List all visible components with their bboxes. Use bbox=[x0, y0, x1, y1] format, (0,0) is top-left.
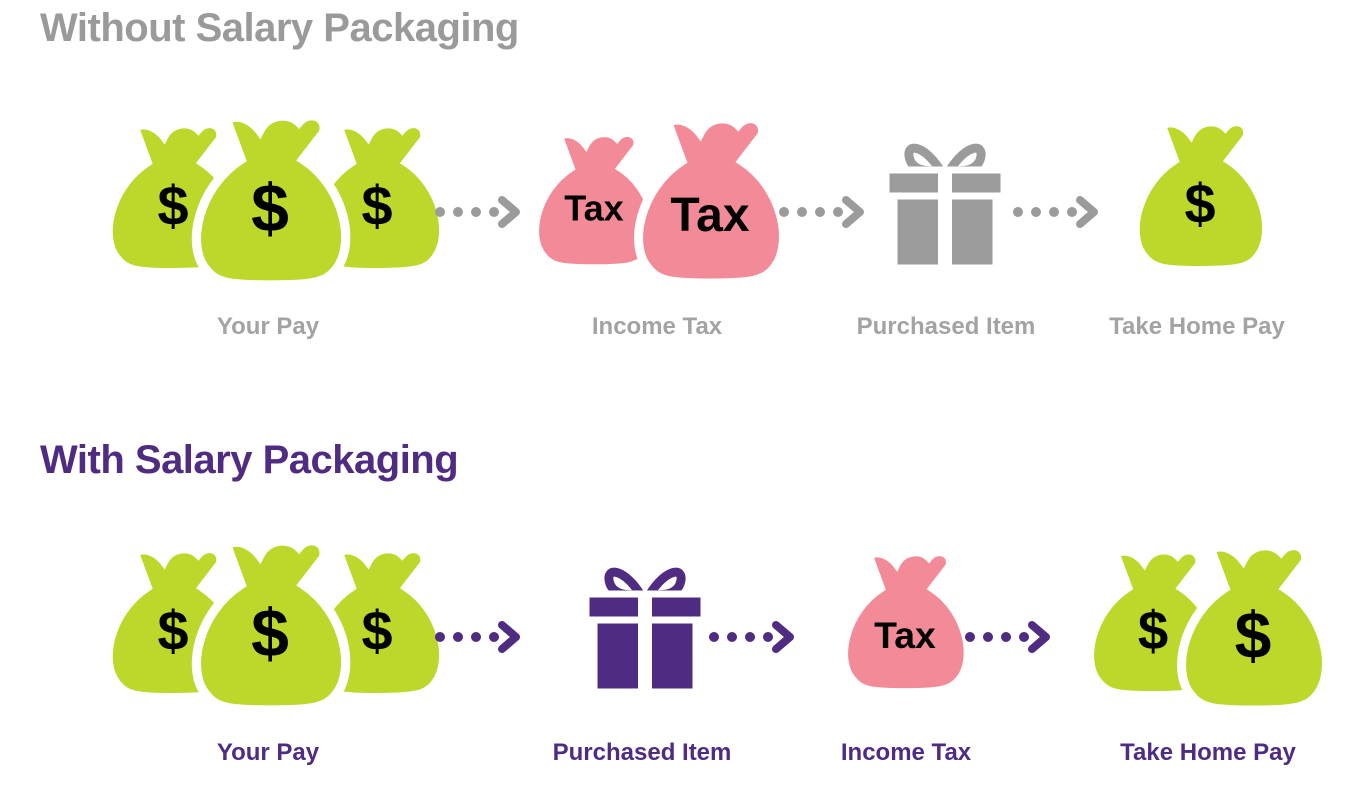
tax-text: Tax bbox=[564, 187, 623, 228]
dollar-sign: $ bbox=[157, 174, 188, 237]
step-label: Take Home Pay bbox=[1120, 739, 1296, 766]
arrow-right-icon bbox=[1013, 196, 1098, 228]
tax-text: Tax bbox=[670, 189, 749, 242]
step-label: Purchased Item bbox=[856, 313, 1036, 340]
dollar-sign: $ bbox=[1235, 598, 1272, 672]
arrow-right-icon bbox=[435, 196, 520, 228]
step-label: Take Home Pay bbox=[1109, 313, 1285, 340]
dollar-sign: $ bbox=[361, 599, 392, 662]
income-tax-bags-icon: Tax Tax bbox=[522, 88, 792, 288]
section-title-without: Without Salary Packaging bbox=[40, 6, 519, 50]
purchased-item-gift-icon bbox=[582, 567, 708, 696]
step-label: Purchased Item bbox=[552, 739, 732, 766]
step-label: Income Tax bbox=[591, 313, 723, 340]
step-label: Income Tax bbox=[840, 739, 972, 766]
your-pay-money-bags-icon: $ $ $ bbox=[95, 515, 445, 715]
arrow-right-icon bbox=[779, 196, 864, 228]
purchased-item-gift-icon bbox=[882, 143, 1008, 272]
dollar-sign: $ bbox=[361, 174, 392, 237]
dollar-sign: $ bbox=[251, 595, 289, 671]
take-home-pay-money-bag-icon: $ bbox=[1120, 92, 1280, 282]
your-pay-money-bags-icon: $ $ $ bbox=[95, 90, 445, 290]
dollar-sign: $ bbox=[1184, 172, 1215, 235]
step-label: Your Pay bbox=[216, 313, 320, 340]
arrow-right-icon bbox=[965, 621, 1050, 653]
step-label: Your Pay bbox=[216, 739, 320, 766]
arrow-right-icon bbox=[435, 621, 520, 653]
dollar-sign: $ bbox=[1138, 600, 1168, 661]
dollar-sign: $ bbox=[251, 170, 289, 246]
arrow-right-icon bbox=[709, 621, 794, 653]
income-tax-bag-icon: Tax bbox=[830, 520, 980, 700]
section-title-with: With Salary Packaging bbox=[40, 438, 459, 482]
take-home-pay-money-bags-icon: $ $ bbox=[1075, 515, 1345, 720]
tax-text: Tax bbox=[874, 614, 936, 656]
dollar-sign: $ bbox=[157, 599, 188, 662]
